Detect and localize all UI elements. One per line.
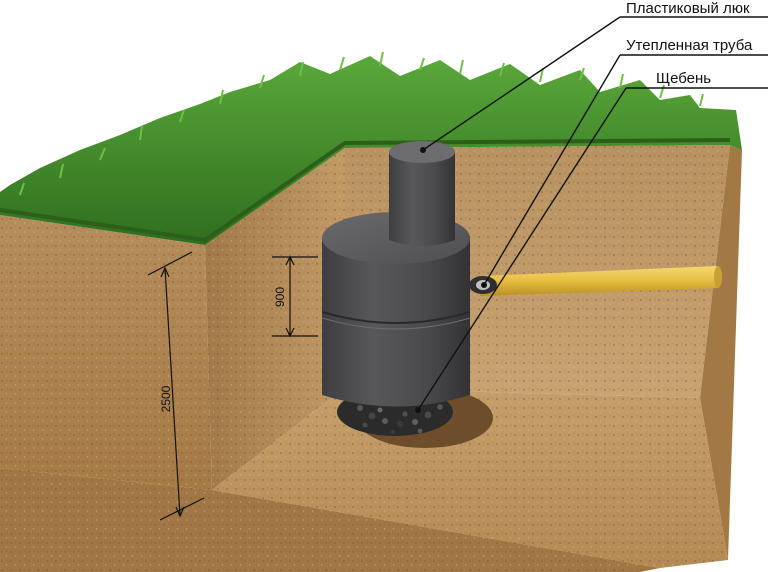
label-total-depth: 2500 (159, 385, 173, 413)
ground-base (0, 468, 660, 572)
callout-dot-pipe (481, 282, 487, 288)
label-plastic-hatch: Пластиковый люк (626, 0, 750, 17)
dimension-total-depth (147, 251, 205, 521)
plastic-hatch (389, 141, 455, 246)
label-gravel: Щебень (656, 70, 712, 87)
callout-dot-hatch (420, 147, 426, 153)
soil-block-left (0, 215, 212, 490)
callout-lines (417, 16, 768, 411)
dimension-ring-height (272, 255, 318, 338)
soil-block-right (700, 145, 742, 560)
label-ring-height: 900 (273, 286, 287, 308)
grass-layer (0, 51, 742, 245)
label-insulated-pipe: Утепленная труба (626, 37, 753, 54)
pit-wall-left (205, 148, 345, 490)
pit-floor (212, 388, 728, 568)
callout-dot-gravel (415, 407, 421, 413)
